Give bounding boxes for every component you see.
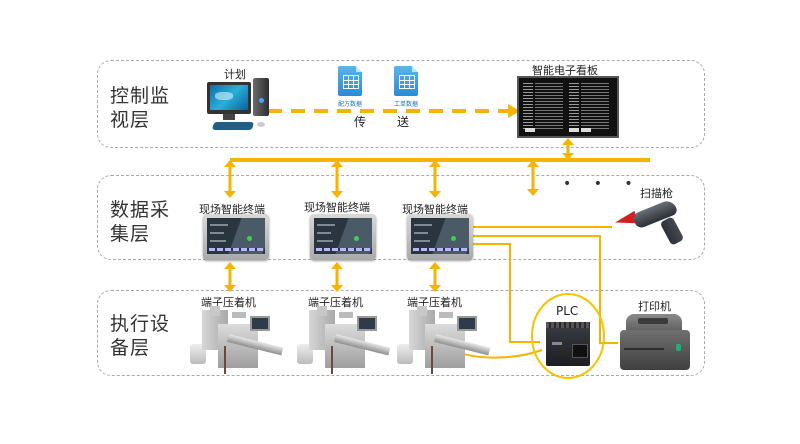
label-printer-icon	[618, 314, 694, 372]
board-row	[523, 83, 613, 84]
board-row	[523, 98, 613, 99]
field-terminal-1	[203, 214, 269, 260]
electronic-board-label: 智能电子看板	[532, 64, 598, 77]
execution-layer-frame	[97, 290, 705, 376]
board-row	[523, 122, 613, 123]
crimping-machine-icon	[188, 306, 284, 374]
board-row	[523, 128, 613, 129]
machine-label-1: 端子压着机	[201, 296, 256, 309]
transfer-text-1: 传	[354, 115, 367, 129]
transfer-arrowhead	[508, 104, 520, 118]
bus-extension-arrow	[527, 160, 539, 196]
wire-terminal-printer	[470, 235, 618, 344]
plc-icon	[546, 322, 590, 366]
terminal-machine-arrow-3	[429, 262, 441, 292]
board-row	[523, 86, 613, 87]
board-button	[525, 128, 535, 132]
computer-icon	[207, 78, 271, 134]
board-row	[523, 107, 613, 108]
bus-terminal-arrow-3	[429, 160, 441, 198]
board-button	[581, 128, 591, 132]
recipe-data-icon	[338, 66, 362, 96]
transfer-text-2: 送	[397, 115, 410, 129]
recipe-data-label: 配方数据	[338, 101, 363, 108]
board-bus-link	[562, 138, 574, 160]
board-row	[523, 125, 613, 126]
bus-terminal-arrow-1	[224, 160, 236, 198]
printer-label: 打印机	[638, 300, 671, 313]
control-layer-frame	[97, 60, 705, 148]
plc-highlight-ring	[531, 293, 605, 379]
board-row	[523, 113, 613, 114]
computer-label: 计划	[224, 68, 246, 81]
board-row	[523, 95, 613, 96]
field-terminal-2	[310, 214, 376, 260]
terminal-label-3: 现场智能终端	[402, 203, 468, 216]
terminal-machine-arrow-1	[224, 262, 236, 292]
workorder-data-icon	[394, 66, 418, 96]
terminal-label-1: 现场智能终端	[199, 203, 265, 216]
machine-label-3: 端子压着机	[407, 296, 462, 309]
board-row	[523, 119, 613, 120]
wire-terminal-plc	[470, 243, 540, 343]
more-terminals-ellipsis: • • •	[563, 176, 642, 192]
board-button	[569, 128, 579, 132]
board-row	[523, 89, 613, 90]
data-layer-frame	[97, 175, 705, 260]
bus-terminal-arrow-2	[331, 160, 343, 198]
terminal-label-2: 现场智能终端	[304, 201, 370, 214]
board-row	[523, 110, 613, 111]
plc-label: PLC	[556, 304, 579, 318]
data-layer-label: 数据采 集层	[110, 199, 171, 245]
control-layer-label: 控制监 视层	[110, 85, 171, 131]
scanner-label: 扫描枪	[640, 187, 673, 200]
barcode-scanner-icon	[613, 198, 695, 246]
board-row	[523, 92, 613, 93]
terminal-machine-arrow-2	[331, 262, 343, 292]
workorder-data-label: 工单数据	[394, 101, 419, 108]
crimping-machine-icon	[295, 306, 391, 374]
electronic-board-display	[517, 76, 619, 138]
board-row	[523, 116, 613, 117]
board-row	[523, 104, 613, 105]
crimping-machine-icon	[395, 306, 491, 374]
field-terminal-3	[407, 214, 473, 260]
execution-layer-label: 执行设 备层	[110, 313, 171, 359]
board-row	[523, 101, 613, 102]
machine-label-2: 端子压着机	[308, 296, 363, 309]
